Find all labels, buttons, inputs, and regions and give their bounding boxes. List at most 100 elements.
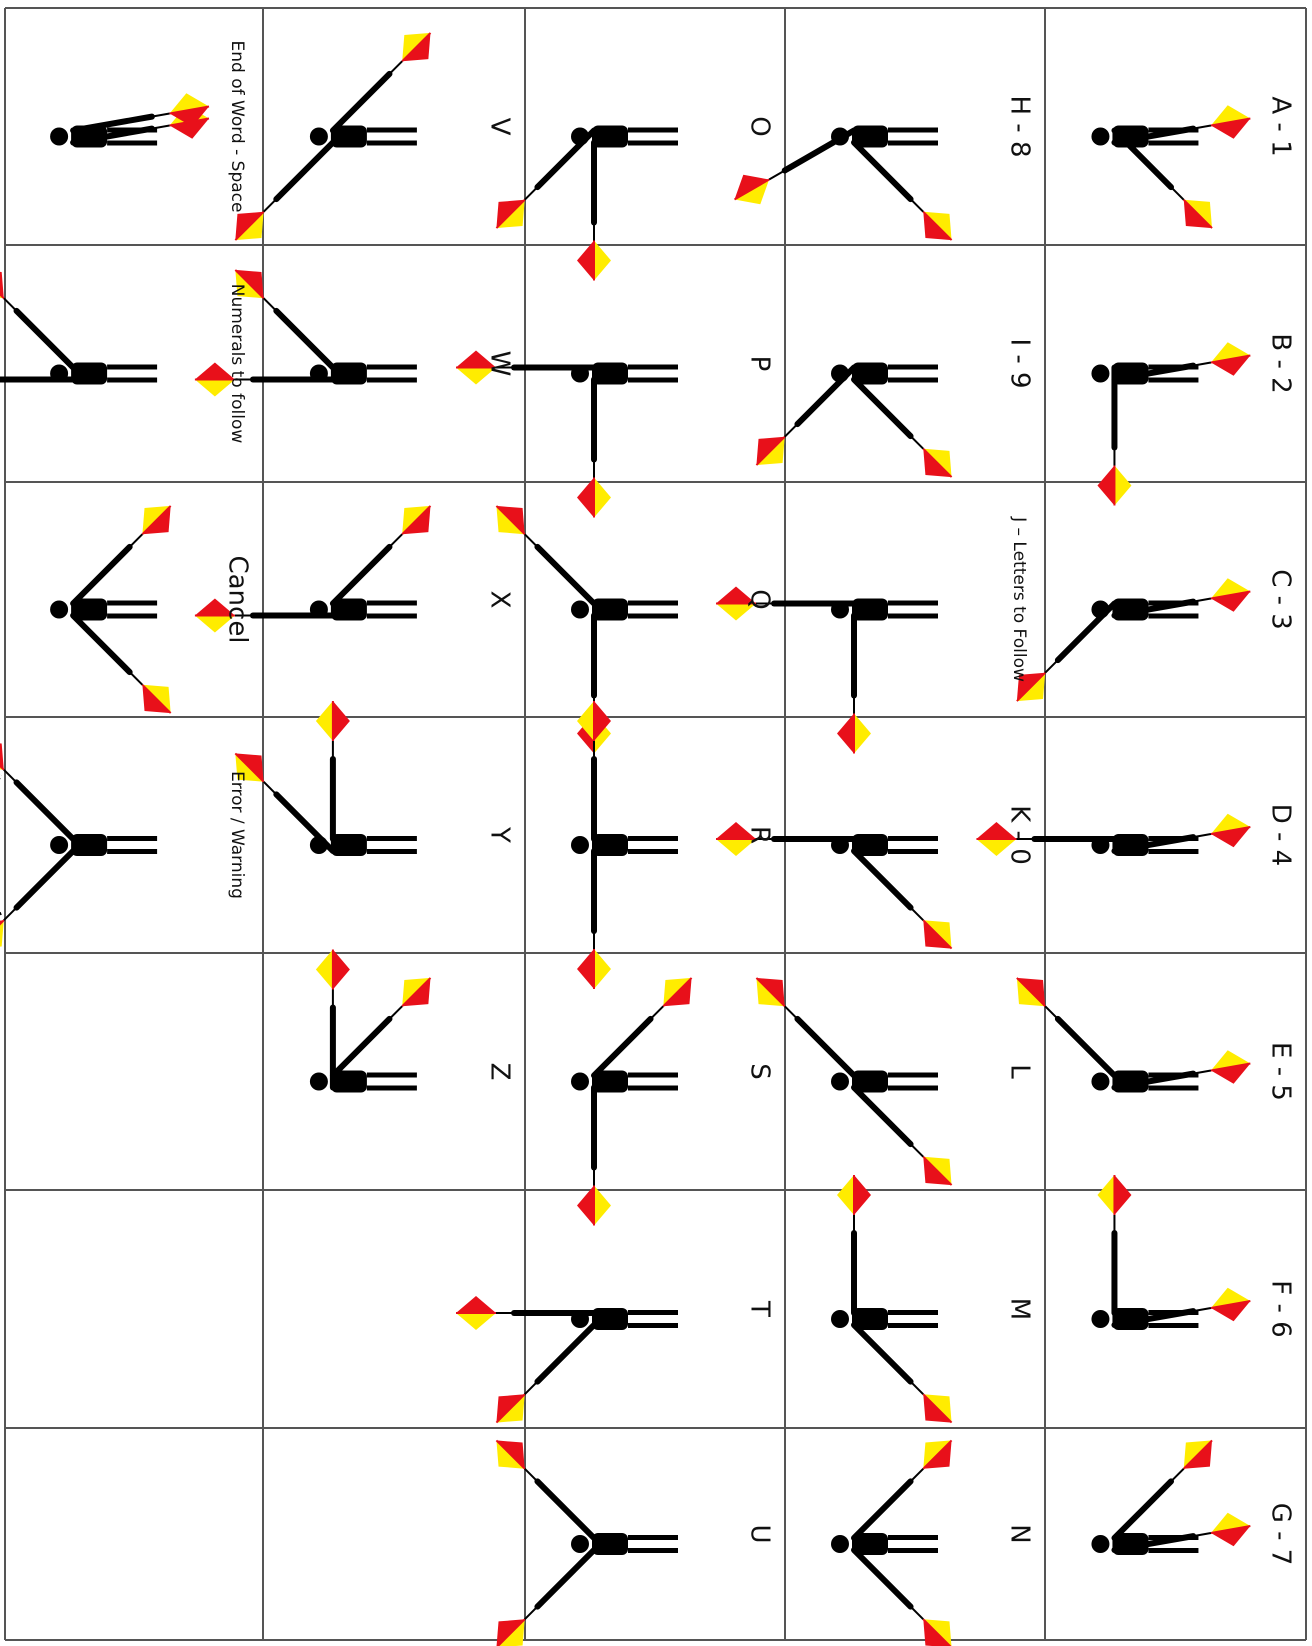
signal-cell: C - 3 xyxy=(1266,569,1296,630)
signal-cell: Y xyxy=(485,826,515,843)
figure-head xyxy=(571,836,589,854)
figure-leg xyxy=(888,1310,938,1315)
signal-cell: O xyxy=(745,116,775,136)
figure-head xyxy=(1091,1073,1109,1091)
figure-head xyxy=(831,1535,849,1553)
signal-cell: R xyxy=(745,826,775,844)
figure-head xyxy=(1091,1310,1109,1328)
signal-label: C - 3 xyxy=(1266,569,1296,630)
figure-head xyxy=(50,601,68,619)
signal-cell: Q xyxy=(745,589,775,609)
figure-leg xyxy=(628,378,678,383)
signal-cell: H - 8 xyxy=(1005,95,1035,157)
signal-label: R xyxy=(745,826,775,844)
signal-label: X xyxy=(485,591,515,609)
signal-label: Cancel xyxy=(223,555,253,643)
figure-head xyxy=(1091,1535,1109,1553)
figure-leg xyxy=(628,1086,678,1091)
figure-leg xyxy=(107,601,157,606)
figure-leg xyxy=(367,836,417,841)
figure-leg xyxy=(367,365,417,370)
figure-torso xyxy=(592,1308,628,1330)
signal-cell: F - 6 xyxy=(1266,1280,1296,1337)
figure-leg xyxy=(367,614,417,619)
signal-cell: N xyxy=(1005,1524,1035,1543)
figure-leg xyxy=(1148,141,1198,146)
figure-leg xyxy=(367,849,417,854)
figure-leg xyxy=(1148,1086,1198,1091)
figure-leg xyxy=(888,614,938,619)
signal-label: P xyxy=(745,356,775,372)
figure-torso xyxy=(331,834,367,856)
figure-torso xyxy=(71,363,107,385)
signal-label: N xyxy=(1005,1524,1035,1543)
signal-cell: K - 0 xyxy=(1005,805,1035,865)
figure-torso xyxy=(852,599,888,621)
figure-head xyxy=(831,1073,849,1091)
figure-head xyxy=(831,1310,849,1328)
figure-leg xyxy=(888,849,938,854)
figure-leg xyxy=(367,141,417,146)
signal-label: U xyxy=(745,1524,775,1543)
figure-leg xyxy=(888,141,938,146)
signal-label: T xyxy=(745,1300,775,1317)
signal-cell: Error / Warning xyxy=(227,771,247,899)
signal-cell: D - 4 xyxy=(1266,804,1296,866)
signal-label: V xyxy=(485,118,515,136)
signal-label: H - 8 xyxy=(1005,95,1035,157)
signal-cell: Z xyxy=(485,1063,515,1081)
figure-torso xyxy=(592,126,628,148)
signal-label: Y xyxy=(485,826,515,843)
signal-label: J – Letters to Follow xyxy=(1009,516,1029,682)
figure-torso xyxy=(592,834,628,856)
figure-head xyxy=(50,836,68,854)
figure-leg xyxy=(888,601,938,606)
figure-leg xyxy=(628,1548,678,1553)
figure-torso xyxy=(331,363,367,385)
figure-leg xyxy=(1148,614,1198,619)
figure-leg xyxy=(888,1323,938,1328)
signal-cell: P xyxy=(745,356,775,372)
signal-label: K - 0 xyxy=(1005,805,1035,865)
figure-torso xyxy=(592,363,628,385)
figure-torso xyxy=(592,599,628,621)
signal-label: M xyxy=(1005,1298,1035,1320)
figure-leg xyxy=(888,378,938,383)
figure-leg xyxy=(628,614,678,619)
figure-leg xyxy=(628,1535,678,1540)
figure-leg xyxy=(107,836,157,841)
signal-label: L xyxy=(1005,1064,1035,1079)
signal-cell: Numerals to follow xyxy=(227,284,247,444)
signal-cell: G - 7 xyxy=(1266,1503,1296,1566)
figure-leg xyxy=(1148,1323,1198,1328)
figure-head xyxy=(50,128,68,146)
figure-head xyxy=(571,1073,589,1091)
figure-leg xyxy=(888,1535,938,1540)
figure-leg xyxy=(888,1086,938,1091)
signal-cell: U xyxy=(745,1524,775,1543)
signal-label: Error / Warning xyxy=(227,771,247,899)
signal-cell: M xyxy=(1005,1298,1035,1320)
signal-cell: L xyxy=(1005,1064,1035,1079)
figure-leg xyxy=(107,141,157,146)
signal-label: A - 1 xyxy=(1266,96,1296,156)
figure-leg xyxy=(628,1073,678,1078)
figure-leg xyxy=(628,601,678,606)
signal-cell: J – Letters to Follow xyxy=(1009,516,1029,682)
signal-cell: S xyxy=(745,1063,775,1080)
figure-leg xyxy=(888,1548,938,1553)
signal-cell: T xyxy=(745,1300,775,1317)
figure-head xyxy=(310,1073,328,1091)
signal-label: B - 2 xyxy=(1266,333,1296,393)
figure-leg xyxy=(1148,1548,1198,1553)
signal-cell: W xyxy=(485,351,515,377)
signal-label: Z xyxy=(485,1063,515,1081)
figure-head xyxy=(310,128,328,146)
figure-leg xyxy=(367,128,417,133)
signal-cell: V xyxy=(485,118,515,136)
signal-label: G - 7 xyxy=(1266,1503,1296,1566)
signal-cell: X xyxy=(485,591,515,609)
figure-leg xyxy=(628,128,678,133)
figure-leg xyxy=(107,378,157,383)
